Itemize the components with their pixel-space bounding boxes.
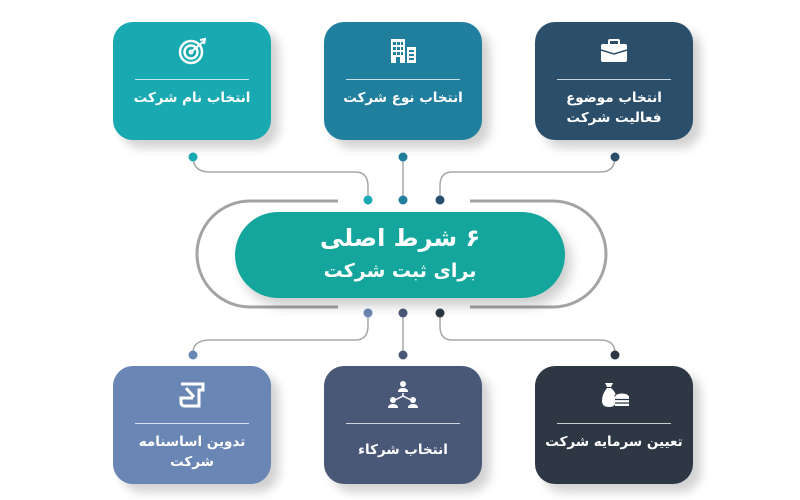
title-line-2: برای ثبت شرکت (323, 260, 477, 282)
step-label: تعیین سرمایه شرکت (545, 434, 683, 450)
step-card-articles: تدوین اساسنامه شرکت (113, 366, 271, 484)
step-label: انتخاب نام شرکت (133, 90, 251, 106)
step-card-company-name: انتخاب نام شرکت (113, 22, 271, 140)
title-line-1: ۶ شرط اصلی (319, 224, 481, 252)
partners-network-icon (324, 380, 482, 410)
money-bag-coins-icon (535, 380, 693, 410)
card-divider (557, 79, 671, 80)
step-label: تدوین اساسنامه شرکت (138, 434, 246, 470)
step-label: انتخاب شرکاء (358, 442, 448, 458)
step-card-capital: تعیین سرمایه شرکت (535, 366, 693, 484)
target-icon (113, 36, 271, 66)
step-card-partners: انتخاب شرکاء (324, 366, 482, 484)
step-card-company-type: انتخاب نوع شرکت (324, 22, 482, 140)
briefcase-icon (535, 36, 693, 66)
building-icon (324, 36, 482, 66)
step-label: انتخاب نوع شرکت (343, 90, 463, 106)
card-divider (135, 423, 249, 424)
card-divider (346, 423, 460, 424)
main-title-pill: ۶ شرط اصلی برای ثبت شرکت (235, 212, 565, 298)
card-divider (135, 79, 249, 80)
step-card-activity-subject: انتخاب موضوع فعالیت شرکت (535, 22, 693, 140)
card-divider (346, 79, 460, 80)
step-label: انتخاب موضوع فعالیت شرکت (566, 90, 662, 126)
card-divider (557, 423, 671, 424)
document-scroll-icon (113, 380, 271, 410)
